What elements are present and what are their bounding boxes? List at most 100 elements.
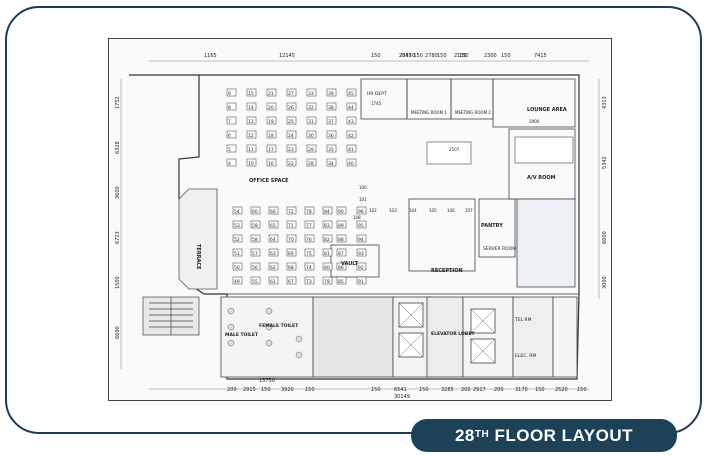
misc-label-3: 103 bbox=[389, 208, 397, 213]
desk-a-13-label: 13 bbox=[248, 119, 254, 125]
desk-b-74-label: 74 bbox=[306, 265, 312, 271]
desk-a-40-label: 40 bbox=[348, 161, 354, 167]
desk-a-23 bbox=[286, 144, 297, 153]
misc-label-11: 3900 bbox=[529, 119, 540, 124]
left-dimension-3: 6723 bbox=[115, 231, 121, 244]
meeting-room-1-label: MEETING ROOM 1 bbox=[411, 110, 447, 115]
desk-a-33 bbox=[306, 88, 317, 97]
desk-b-60-label: 60 bbox=[252, 209, 258, 215]
desk-a-17 bbox=[266, 144, 277, 153]
desk-b-81-label: 81 bbox=[324, 251, 330, 257]
desk-b-73 bbox=[304, 276, 315, 285]
desk-b-78-label: 78 bbox=[306, 209, 312, 215]
desk-b-59-label: 59 bbox=[252, 223, 258, 229]
misc-label-0: 100 bbox=[359, 185, 367, 190]
desk-a-34 bbox=[326, 158, 337, 167]
left-dimension-4: 1500 bbox=[115, 276, 121, 289]
bottom-dimension-6: 150 bbox=[371, 387, 381, 393]
desk-a-19 bbox=[266, 116, 277, 125]
desk-b-83-label: 83 bbox=[324, 223, 330, 229]
desk-a-6 bbox=[226, 130, 237, 139]
floor-number: 28 bbox=[454, 425, 475, 445]
tel-rm-label: TEL RM bbox=[514, 317, 532, 323]
desk-b-49-label: 49 bbox=[234, 279, 240, 285]
terrace-label: TERRACE bbox=[195, 244, 201, 270]
desk-a-13 bbox=[246, 116, 257, 125]
male-toilet-label: MALE TOILET bbox=[225, 332, 259, 338]
bottom-dimension-0: 200 bbox=[227, 387, 237, 393]
desk-b-60 bbox=[250, 206, 261, 215]
desk-a-30-label: 30 bbox=[308, 133, 314, 139]
top-dimension-6: 150 bbox=[437, 53, 447, 59]
desk-a-37 bbox=[326, 116, 337, 125]
desk-b-59 bbox=[250, 220, 261, 229]
misc-label-8: 108 bbox=[353, 215, 361, 220]
desk-c-95 bbox=[356, 220, 367, 229]
desk-b-72 bbox=[286, 206, 297, 215]
desk-a-41 bbox=[346, 144, 357, 153]
floor-suffix: TH bbox=[474, 429, 490, 440]
right-dimension-0: 4313 bbox=[602, 96, 608, 109]
desk-a-40 bbox=[346, 158, 357, 167]
desk-a-7 bbox=[226, 116, 237, 125]
desk-a-24 bbox=[286, 130, 297, 139]
bottom-dimension-5: 15750 bbox=[259, 378, 275, 384]
desk-b-52-label: 52 bbox=[234, 237, 240, 243]
desk-b-71-label: 71 bbox=[288, 223, 294, 229]
desk-a-26 bbox=[286, 102, 297, 111]
misc-label-10: 1745 bbox=[371, 101, 382, 106]
desk-a-42 bbox=[346, 130, 357, 139]
desk-a-4 bbox=[226, 158, 237, 167]
desk-c-89-label: 89 bbox=[338, 223, 344, 229]
desk-c-87 bbox=[336, 248, 347, 257]
elevator-lobby-label: ELEVATOR LOBBY bbox=[431, 331, 475, 337]
desk-a-36 bbox=[326, 130, 337, 139]
desk-a-15 bbox=[246, 88, 257, 97]
bottom-dimension-7: 6541 bbox=[394, 387, 407, 393]
floor-layout-label: FLOOR LAYOUT bbox=[494, 425, 634, 445]
desk-a-6-label: 6 bbox=[228, 133, 231, 139]
desk-b-81 bbox=[322, 248, 333, 257]
desk-a-43-label: 43 bbox=[348, 119, 354, 125]
desk-c-88 bbox=[336, 234, 347, 243]
bottom-dimension-4: 150 bbox=[305, 387, 315, 393]
desk-c-92-label: 92 bbox=[358, 265, 364, 271]
desk-c-94 bbox=[356, 234, 367, 243]
top-dimension-7: 2135 bbox=[454, 53, 467, 59]
desk-a-42-label: 42 bbox=[348, 133, 354, 139]
desk-a-16 bbox=[266, 158, 277, 167]
desk-b-69-label: 69 bbox=[288, 251, 294, 257]
right-dimension-3: 3000 bbox=[602, 276, 608, 289]
desk-a-44 bbox=[346, 102, 357, 111]
desk-b-70 bbox=[286, 234, 297, 243]
desk-b-55 bbox=[250, 276, 261, 285]
desk-b-79 bbox=[322, 276, 333, 285]
desk-b-53 bbox=[232, 220, 243, 229]
desk-a-35 bbox=[326, 144, 337, 153]
av-room-label: A/V ROOM bbox=[527, 175, 556, 181]
desk-a-20 bbox=[266, 102, 277, 111]
desk-a-11-label: 11 bbox=[248, 147, 254, 153]
misc-label-2: 102 bbox=[369, 208, 377, 213]
lounge-label: LOUNGE AREA bbox=[527, 107, 567, 113]
desk-a-14 bbox=[246, 102, 257, 111]
desk-b-56 bbox=[250, 262, 261, 271]
desk-b-75-label: 75 bbox=[306, 251, 312, 257]
top-dimension-9: 2300 bbox=[484, 53, 497, 59]
female-toilet-label: FEMALE TOILET bbox=[259, 323, 299, 329]
misc-label-1: 101 bbox=[359, 197, 367, 202]
desk-a-21 bbox=[266, 88, 277, 97]
desk-a-45-label: 45 bbox=[348, 91, 354, 97]
desk-a-43 bbox=[346, 116, 357, 125]
desk-b-51 bbox=[232, 248, 243, 257]
desk-a-32 bbox=[306, 102, 317, 111]
desk-b-75 bbox=[304, 248, 315, 257]
desk-a-9-label: 9 bbox=[228, 91, 231, 97]
desk-b-84 bbox=[322, 206, 333, 215]
desk-a-38-label: 38 bbox=[328, 105, 334, 111]
desk-b-79-label: 79 bbox=[324, 279, 330, 285]
desk-b-50-label: 50 bbox=[234, 265, 240, 271]
desk-a-35-label: 35 bbox=[328, 147, 334, 153]
desk-a-37-label: 37 bbox=[328, 119, 334, 125]
desk-b-74 bbox=[304, 262, 315, 271]
